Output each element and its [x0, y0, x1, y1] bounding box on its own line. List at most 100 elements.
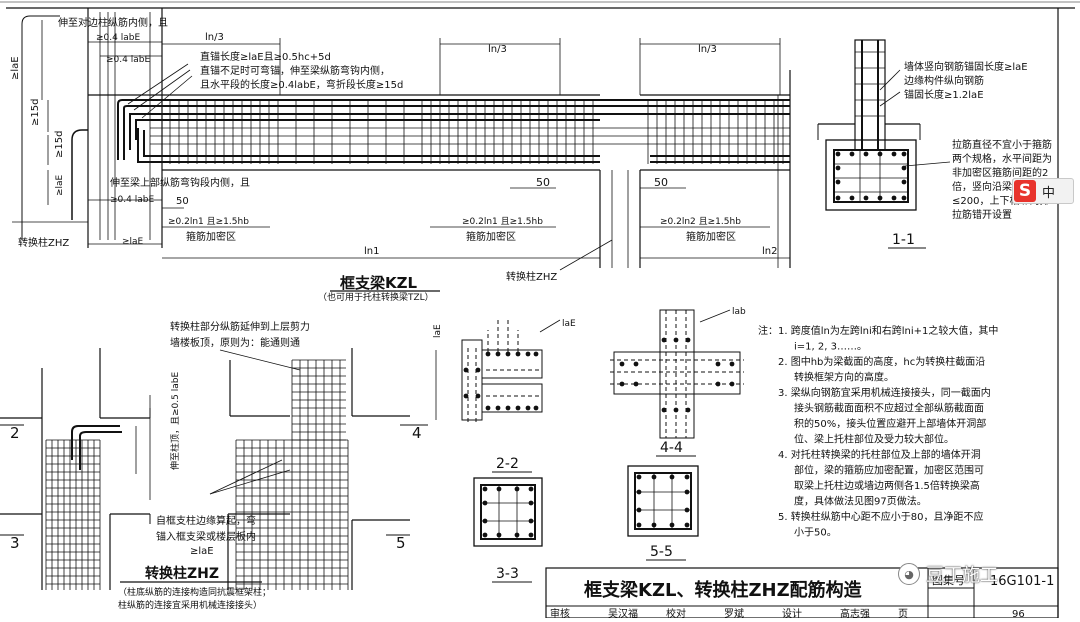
rebar-dot [636, 489, 642, 495]
tb-atlas-label: 图集号 [932, 573, 965, 587]
dim-15d-2: ≥15d [54, 131, 65, 158]
section-4-4-bars [619, 337, 735, 413]
title-block-signature-row: 审核吴汉福校对罗斌设计高志强页 [550, 607, 908, 620]
note-line: 积的50%，接头位置应避开上部墙体开洞部 [794, 417, 986, 430]
rebar-dot [482, 500, 488, 506]
col-label-mid: 转换柱ZHZ [506, 270, 557, 283]
sec22-lae-vert: laE [433, 324, 443, 338]
rebar-dot [533, 351, 539, 357]
rebar-dot [849, 195, 855, 201]
rebar-dot [482, 486, 488, 492]
rebar-dot [684, 474, 690, 480]
rebar-dot [636, 522, 642, 528]
tie-1: 拉筋直径不宜小于箍筋 [952, 138, 1052, 151]
top-note: 伸至对边柱纵筋内侧，且 [58, 16, 168, 29]
watermark: ◕ 豆丁施工 [898, 561, 998, 587]
note-line: 注：1. 跨度值ln为左跨lni和右跨lni+1之较大值，其中 [758, 324, 998, 337]
sec11-note-3: 锚固长度≥1.2laE [904, 88, 984, 101]
rebar-dot [877, 151, 883, 157]
rebar-dot [891, 195, 897, 201]
ln-third-2: ln/3 [488, 44, 507, 55]
rebar-dot [661, 337, 667, 343]
section-2-2-bars [463, 351, 539, 411]
note-line: 取梁上托柱边或墙边两侧各1.5倍转换梁高 [794, 479, 980, 492]
beam-subtitle: （也可用于托柱转换梁TZL） [318, 291, 434, 303]
rebar-dot [619, 381, 625, 387]
note-line: 4. 对托柱转换梁的托柱部位及上部的墙体开洞 [778, 448, 981, 461]
note-line: 部位，梁的箍筋应加密配置，加密区范围可 [794, 464, 984, 477]
rebar-dot [661, 407, 667, 413]
tie-6: 拉筋错开设置 [952, 208, 1012, 221]
anchor-note-2: 直锚不足时可弯锚，伸至梁纵筋弯钩内侧， [200, 64, 390, 77]
rebar-dot [669, 522, 675, 528]
rebar-dot [482, 532, 488, 538]
col-title: 转换柱ZHZ [145, 565, 219, 582]
dense-zone-dim-right: ≥0.2ln2 且≥1.5hb [660, 216, 741, 227]
rebar-dot [863, 195, 869, 201]
rebar-dot [835, 165, 841, 171]
sec11-label: 1-1 [892, 232, 915, 248]
dense-zone-left: 箍筋加密区 [186, 230, 236, 243]
dim-lae-left: ≥laE [55, 174, 65, 196]
note-line: 5. 转换柱纵筋中心距不应小于80，且净距不应 [778, 510, 983, 523]
rebar-dot [835, 179, 841, 185]
rebar-dot [729, 381, 735, 387]
col-sub-2: 柱纵筋的连接宜采用机械连接接头） [118, 599, 262, 611]
tb-title: 框支梁KZL、转换柱ZHZ配筋构造 [584, 579, 862, 601]
signature-cell: 审核 [550, 607, 570, 618]
beam-title: 框支梁KZL [340, 274, 418, 292]
rebar-dot [515, 351, 521, 357]
dim-lae-bottom: ≥laE [122, 237, 144, 247]
dense-zone-dim-mid: ≥0.2ln1 且≥1.5hb [462, 216, 543, 227]
rebar-dot [505, 405, 511, 411]
sec33-label: 3-3 [496, 566, 519, 582]
dim-lae-top: ≥laE [10, 56, 21, 80]
rebar-dot [835, 151, 841, 157]
rebar-dot [528, 500, 534, 506]
note-line: 度，具体做法见图97页做法。 [794, 495, 927, 508]
rebar-dot [525, 405, 531, 411]
rebar-dot [891, 151, 897, 157]
watermark-text: 豆丁施工 [926, 565, 998, 586]
rebar-dot [528, 532, 534, 538]
rebar-dot [729, 361, 735, 367]
note-line: 转换框架方向的高度。 [794, 371, 894, 384]
ime-mode: 中 [1042, 185, 1056, 201]
mark-2: 2 [10, 424, 20, 442]
stub-note: 伸至柱顶，且≥0.5 labE [169, 372, 181, 470]
note-line: 2. 图中hb为梁截面的高度，hc为转换柱截面沿 [778, 355, 985, 368]
signature-cell: 校对 [666, 607, 686, 618]
general-notes: 注：1. 跨度值ln为左跨lni和右跨lni+1之较大值，其中i=1, 2, 3… [758, 324, 998, 539]
ime-indicator[interactable]: S 中 [1012, 178, 1074, 204]
note-line: 小于50。 [794, 527, 837, 539]
wechat-icon: ◕ [898, 563, 920, 585]
rebar-dot [651, 474, 657, 480]
rebar-dot [475, 367, 481, 373]
stirrups [169, 100, 784, 164]
rebar-dot [684, 507, 690, 513]
rebar-dot [877, 195, 883, 201]
rebar-dot [496, 532, 502, 538]
ln2-label: ln2 [762, 246, 777, 257]
dim-50-right: 50 [654, 176, 668, 189]
sec11-note-1: 墙体竖向钢筋锚固长度≥laE [904, 60, 1028, 73]
dense-zone-right: 箍筋加密区 [686, 230, 736, 243]
rebar-dot [528, 486, 534, 492]
tb-atlas-no: 16G101-1 [990, 574, 1054, 589]
anchor-note-3: 且水平段的长度≥0.4labE，弯折段长度≥15d [200, 78, 403, 91]
dim-50-mid: 50 [536, 176, 550, 189]
dim-50-left: 50 [176, 196, 189, 207]
rebar-dot [528, 518, 534, 524]
rebar-dot [684, 489, 690, 495]
col-note-5: ≥laE [190, 546, 214, 557]
dim-15d-1: ≥15d [30, 99, 41, 126]
signature-cell: 吴汉福 [608, 607, 638, 618]
section-3-3-bars [482, 486, 534, 538]
rebar-dot [633, 381, 639, 387]
rebar-dot [495, 405, 501, 411]
rebar-dot [525, 351, 531, 357]
ln1-label: ln1 [364, 246, 379, 257]
rebar-dot [715, 381, 721, 387]
sec22-label: 2-2 [496, 456, 519, 472]
